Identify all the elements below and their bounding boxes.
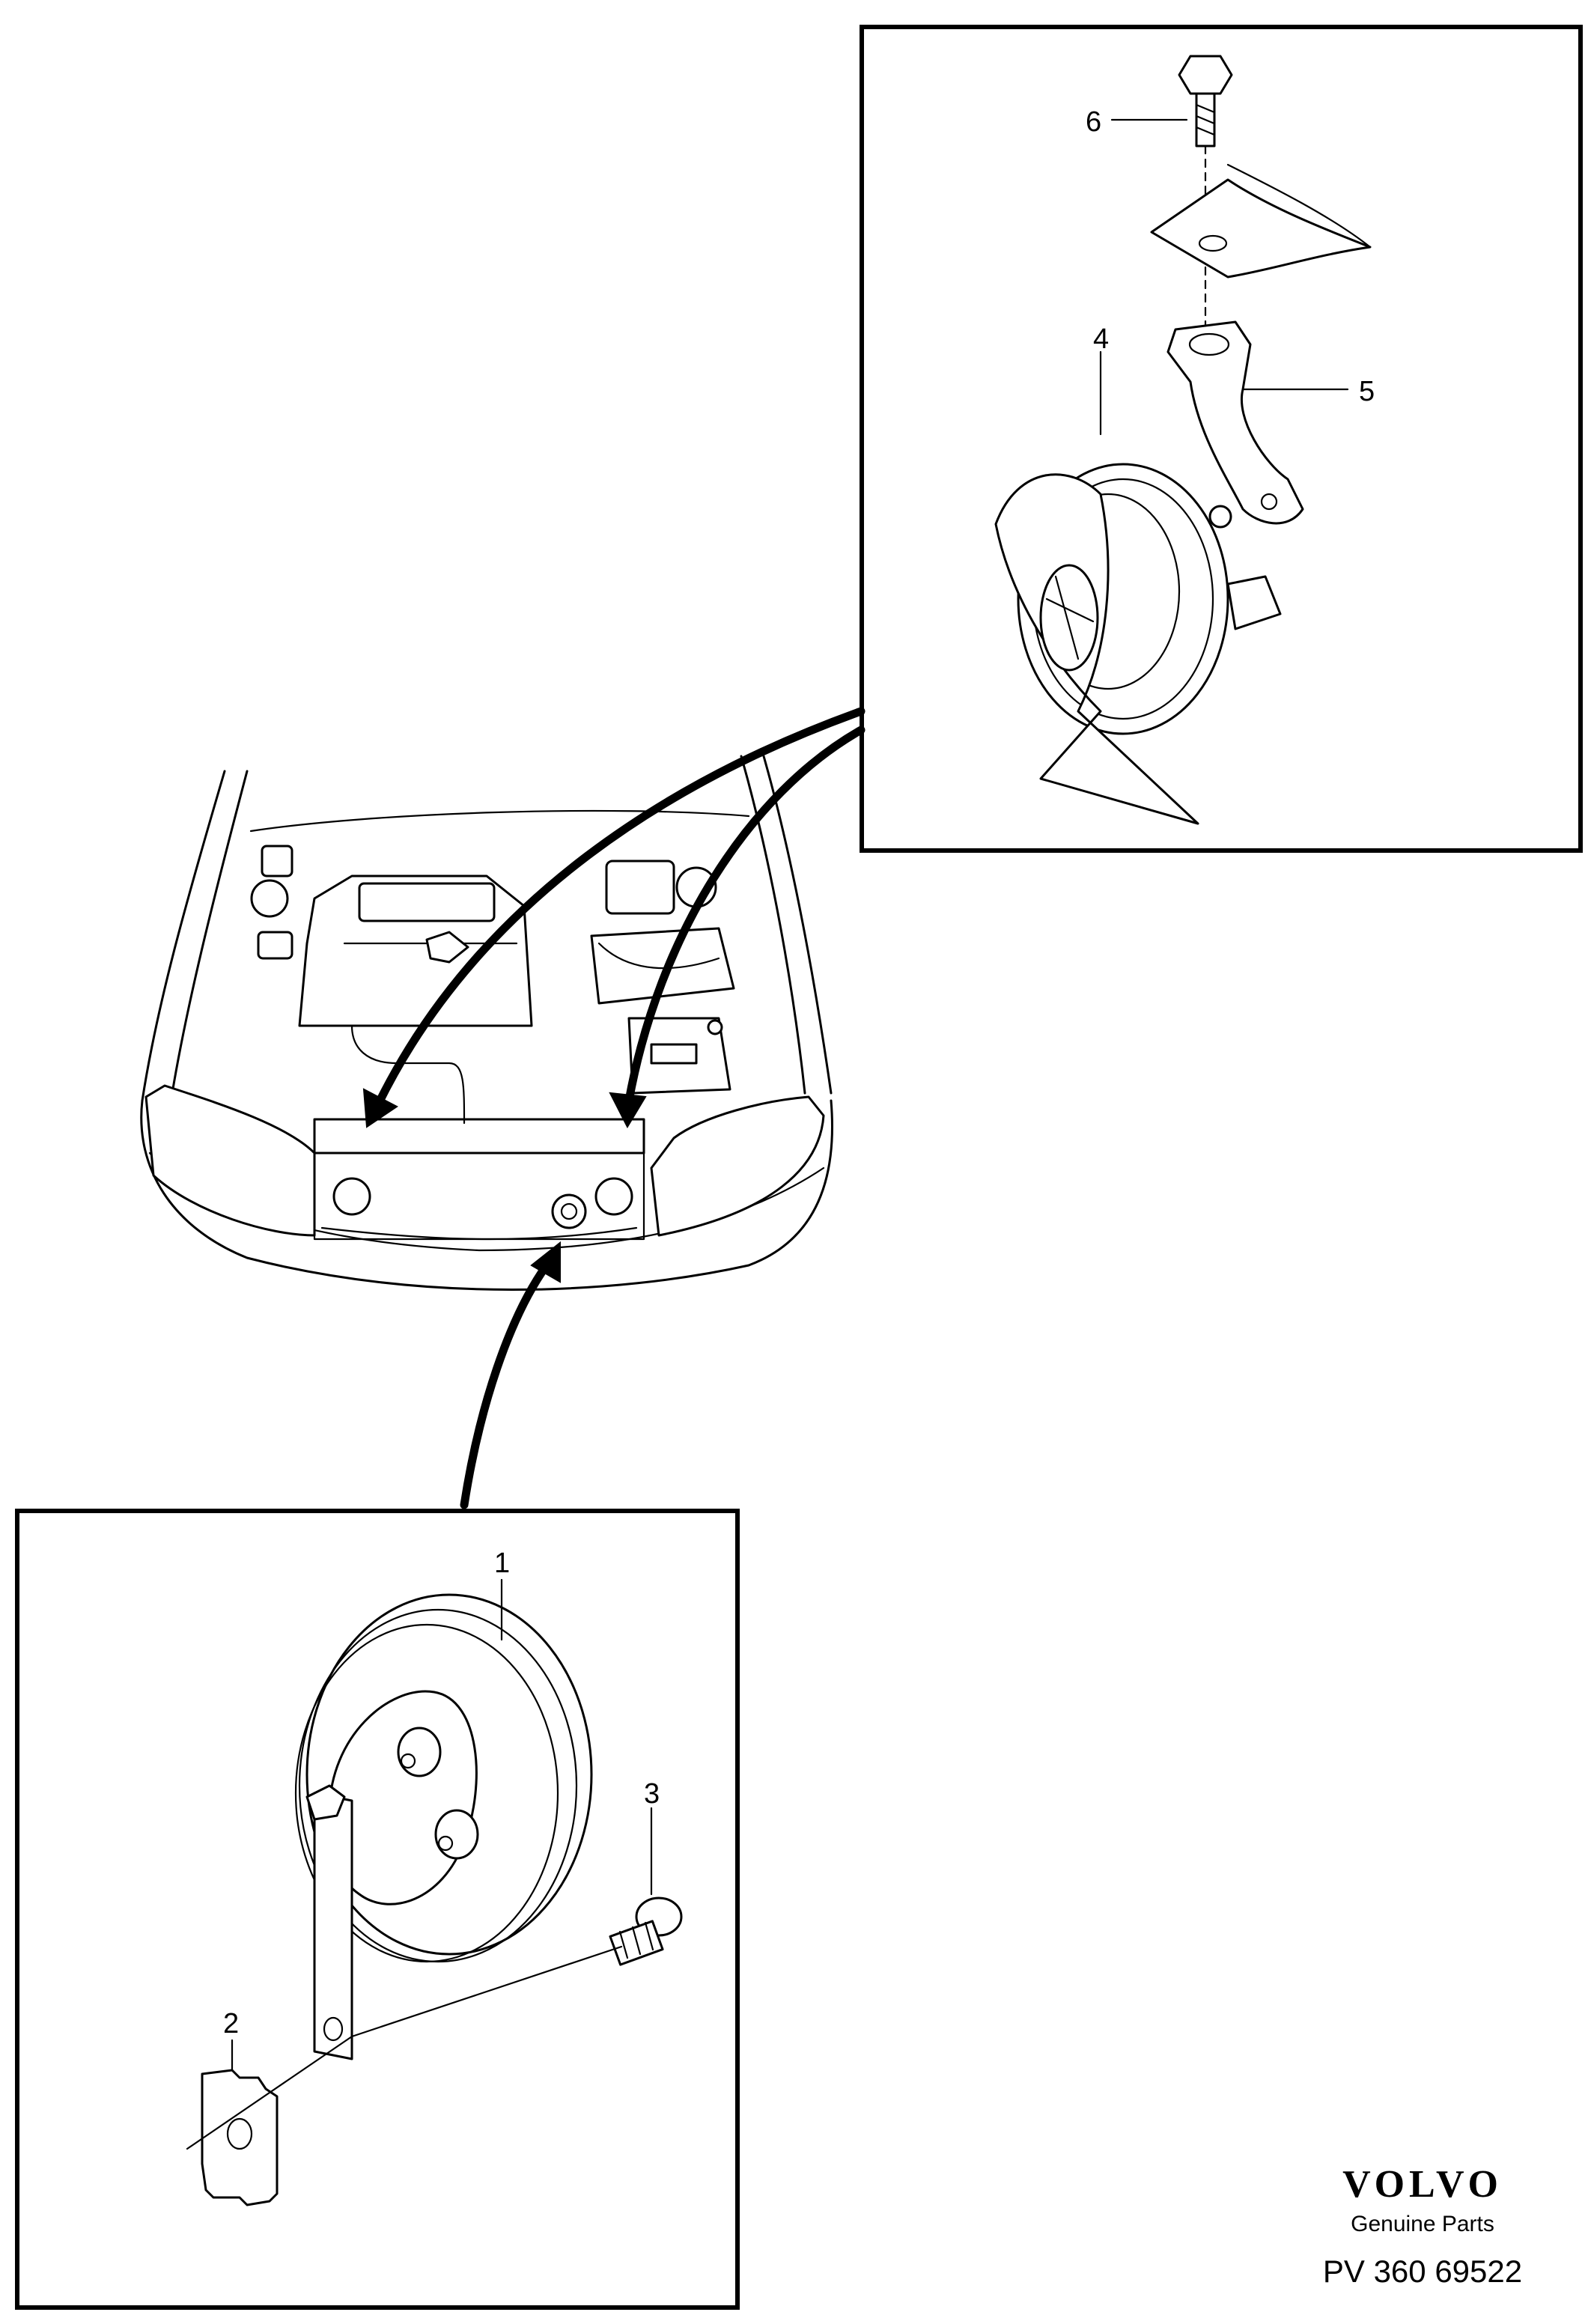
horn-1-assembly [186,1593,683,2206]
horn-4-assembly [994,55,1372,825]
brand-logo: VOLVO [1342,2163,1503,2206]
pointer-arrows [362,707,866,1509]
diagram-code: PV 360 69522 [1322,2254,1523,2289]
callout-1: 1 [494,1548,510,1579]
car-front-view [140,755,833,1291]
callout-5: 5 [1359,376,1375,407]
callout-2: 2 [223,2008,239,2039]
callout-3: 3 [644,1778,660,1810]
brand-subtitle: Genuine Parts [1351,2212,1494,2236]
callout-6: 6 [1086,106,1101,138]
callout-4: 4 [1093,323,1109,355]
